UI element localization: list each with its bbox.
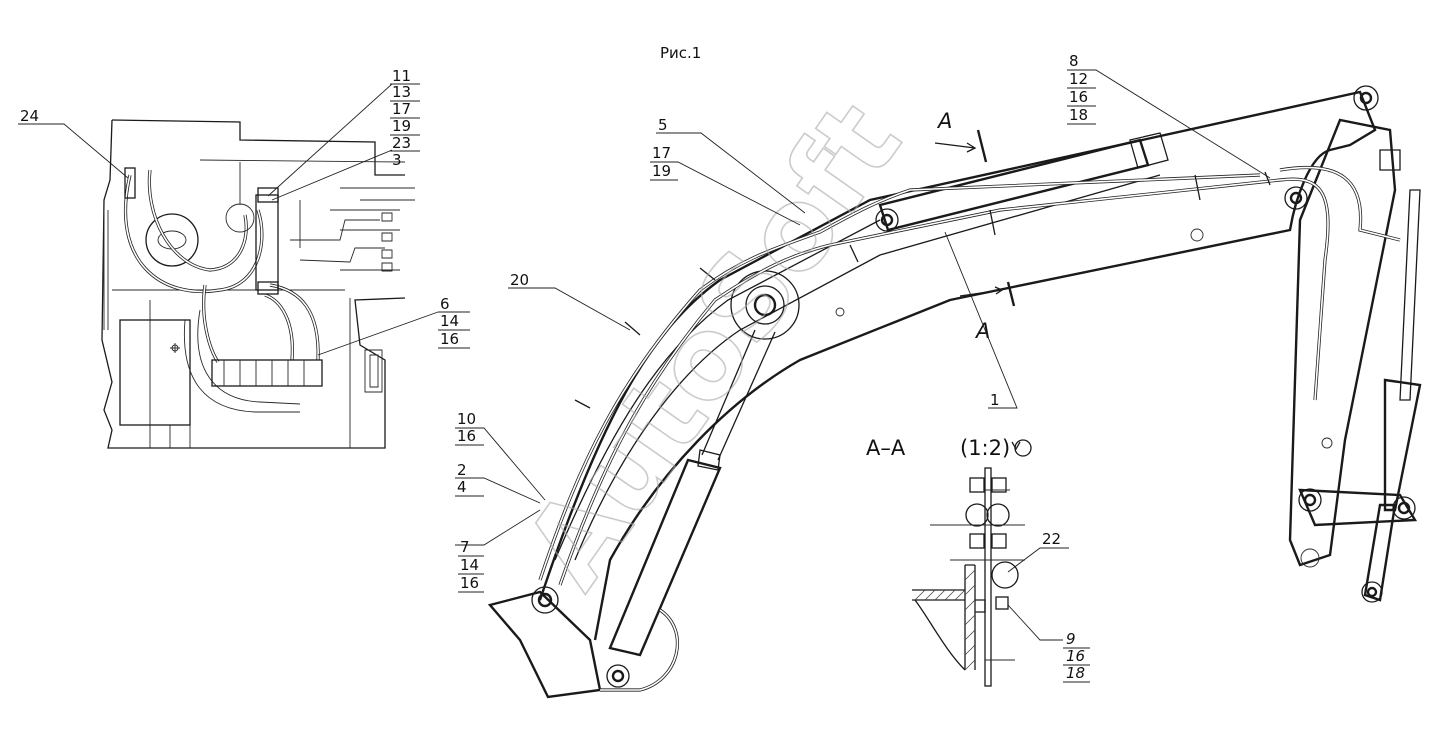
callout-label: 8 — [1069, 52, 1079, 70]
callout-label: 7 — [460, 538, 470, 556]
callout-label: 11 — [392, 67, 411, 85]
callout-6: 6 14 16 — [438, 295, 470, 349]
section-marker-top: А — [936, 109, 952, 133]
boom-assembly — [487, 85, 1422, 699]
callout-label: 12 — [1069, 70, 1088, 88]
callout-24: 24 — [20, 107, 39, 125]
watermark-group: AutoSoft — [500, 79, 927, 611]
valve-block-view — [101, 119, 415, 449]
callout-label: 5 — [658, 116, 668, 134]
callout-label: 16 — [440, 330, 459, 348]
callout-label: 18 — [1069, 106, 1088, 124]
callout-5: 5 — [658, 116, 668, 134]
callout-label: 19 — [392, 117, 411, 135]
callout-label: 17 — [392, 100, 411, 118]
watermark: AutoSoft — [501, 80, 927, 611]
callout-label: 14 — [460, 556, 479, 574]
callout-label: 22 — [1042, 530, 1061, 548]
callout-label: 10 — [457, 410, 476, 428]
callout-11: 11 13 17 19 — [390, 67, 420, 136]
callout-label: 14 — [440, 312, 459, 330]
callout-label: 20 — [510, 271, 529, 289]
callout-label: 16 — [460, 574, 479, 592]
callout-10: 10 16 — [455, 410, 484, 446]
callout-label: 9 — [1066, 630, 1076, 648]
figure-caption: Рис.1 — [660, 44, 701, 62]
callout-label: 4 — [457, 478, 467, 496]
callout-9: 9 16 18 — [1063, 630, 1090, 683]
callout-label: 16 — [457, 427, 476, 445]
callout-label: 3 — [392, 151, 402, 169]
callout-8: 8 12 16 18 — [1067, 52, 1096, 125]
callout-22: 22 — [1042, 530, 1061, 548]
callout-2: 2 4 — [455, 461, 484, 497]
callout-23: 23 3 — [390, 134, 420, 169]
section-marker-bottom: А — [974, 319, 990, 343]
callout-7: 7 14 16 — [458, 538, 484, 593]
callout-label: 19 — [652, 162, 671, 180]
callout-1: 1 — [990, 391, 1000, 409]
callout-label: 16 — [1069, 88, 1088, 106]
section-scale: (1:2) — [960, 436, 1010, 460]
callout-label: 16 — [1066, 647, 1085, 665]
callout-label: 2 — [457, 461, 467, 479]
callout-label: 17 — [652, 144, 671, 162]
callout-label: 6 — [440, 295, 450, 313]
callout-17: 17 19 — [650, 144, 678, 181]
callout-label: 18 — [1066, 664, 1085, 682]
callout-label: 1 — [990, 391, 1000, 409]
callout-label: 24 — [20, 107, 39, 125]
callout-20: 20 — [510, 271, 529, 289]
callout-label: 23 — [392, 134, 411, 152]
section-title: А–А — [866, 436, 906, 460]
callout-label: 13 — [392, 83, 411, 101]
section-aa-detail — [912, 439, 1032, 687]
